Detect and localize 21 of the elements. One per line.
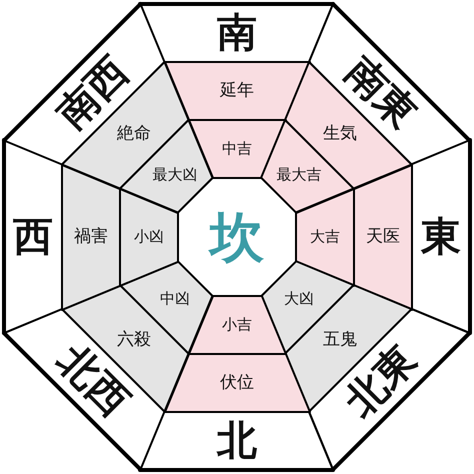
center-character: 坎: [210, 210, 264, 264]
star-label: 天医: [366, 228, 400, 246]
direction-label: 北: [216, 421, 257, 461]
fortune-label: 大凶: [284, 292, 314, 307]
star-label: 五鬼: [323, 332, 358, 349]
star-label: 絶命: [116, 125, 151, 142]
fortune-label: 最大凶: [152, 167, 198, 182]
direction-label: 西: [13, 216, 53, 257]
direction-label: 南: [216, 13, 257, 53]
star-label: 延年: [220, 82, 254, 100]
fortune-label: 中凶: [160, 292, 190, 307]
direction-label: 東: [421, 216, 461, 257]
star-label: 六殺: [116, 332, 151, 349]
fortune-label: 中吉: [222, 142, 252, 156]
star-label: 伏位: [220, 374, 254, 392]
fortune-label: 小吉: [222, 318, 252, 332]
fortune-label: 小凶: [134, 229, 164, 244]
star-label: 禍害: [74, 228, 108, 246]
star-label: 生気: [323, 125, 358, 142]
fortune-label: 大吉: [310, 229, 340, 244]
fortune-label: 最大吉: [276, 167, 322, 182]
